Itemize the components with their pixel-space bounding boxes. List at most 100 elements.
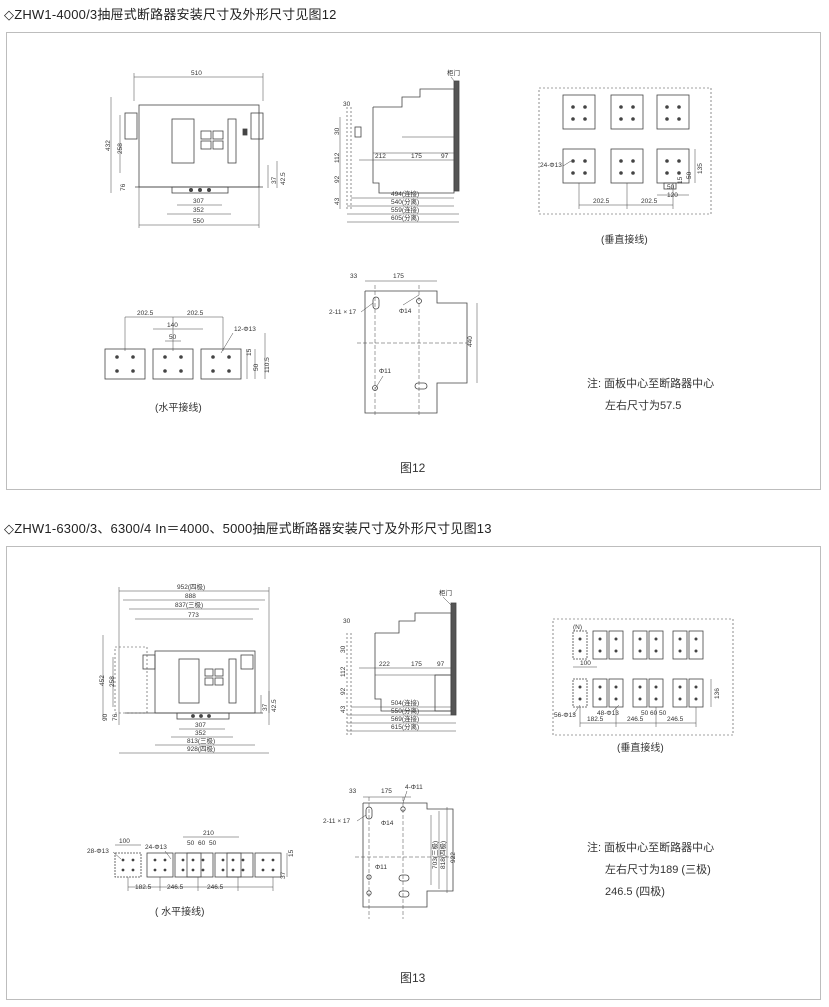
dim-label: 56-Φ13 xyxy=(554,712,576,719)
dim-label: 175 xyxy=(411,661,422,668)
dim-label: 605(分离) xyxy=(391,213,419,222)
vertical-wiring-13: (N) 100 56-Φ13 48-Φ13 50 60 50 136 182.5… xyxy=(552,618,734,736)
dim-label: 30 xyxy=(343,618,351,625)
dim-label: 452 xyxy=(99,675,106,686)
side-view-12: 柜门 30 30 112 92 43 212 175 97 494(连接) 54… xyxy=(334,68,460,223)
dim-label: 202.5 xyxy=(137,310,154,317)
cabinet-door-label: 柜门 xyxy=(447,68,460,77)
dim-label: 175 xyxy=(381,788,392,795)
dim-label: Φ11 xyxy=(375,864,387,871)
dim-label: 504(连接) xyxy=(391,698,419,707)
dim-label: 440 xyxy=(467,336,474,347)
dim-label: 246.5 xyxy=(627,716,644,723)
note-line-2: 左右尺寸为189 (三极) xyxy=(605,864,711,876)
figure-12-drawing: 510 432 258 76 37 42.5 307 352 550 xyxy=(104,68,712,415)
dim-label: 222 xyxy=(379,661,390,668)
dim-label: 818(四极) xyxy=(438,841,447,869)
dim-label: 30 xyxy=(343,101,351,108)
dim-label: 182.5 xyxy=(587,716,604,723)
note-line-2: 左右尺寸为57.5 xyxy=(605,400,682,412)
dim-label: 202.5 xyxy=(593,198,610,205)
dim-label: 615(分离) xyxy=(391,722,419,731)
dim-label: 2-11 × 17 xyxy=(329,309,357,316)
vertical-wiring-caption: (垂直接线) xyxy=(601,235,648,246)
dim-label: 50 xyxy=(253,363,260,371)
dim-label: 28-Φ13 xyxy=(87,848,109,855)
dim-label: 100 xyxy=(580,660,591,667)
horizontal-wiring-13: 100 210 28-Φ13 24-Φ13 50 60 50 xyxy=(87,830,295,891)
dim-label: 50 xyxy=(169,334,177,341)
dim-label: 97 xyxy=(441,153,449,160)
dim-label: 922 xyxy=(450,852,457,863)
dim-label: 43 xyxy=(334,197,341,205)
horizontal-wiring-12: 202.5 202.5 140 50 12-Φ13 15 50 110.5 xyxy=(104,310,271,380)
dim-label: 97 xyxy=(437,661,445,668)
dim-label: 952(四极) xyxy=(177,582,205,591)
dim-label: 60 xyxy=(650,710,658,717)
dim-label: 202.5 xyxy=(641,198,658,205)
dim-label: 550 xyxy=(193,218,204,225)
dim-label: 76 xyxy=(120,183,127,191)
dim-label: 2-11 × 17 xyxy=(323,818,351,825)
dim-label: 888 xyxy=(185,593,196,600)
dim-label: (N) xyxy=(573,624,582,631)
dim-label: 246.5 xyxy=(667,716,684,723)
dim-label: 15 xyxy=(246,348,253,356)
dim-label: 33 xyxy=(349,788,357,795)
dim-label: 30 xyxy=(340,645,347,653)
dim-label: Φ14 xyxy=(381,820,394,827)
dim-label: 12-Φ13 xyxy=(234,326,256,333)
dim-label: 258 xyxy=(109,676,116,687)
figure-12-label: 图12 xyxy=(400,461,426,475)
figure-13-panel: 952(四极) 888 837(三极) 773 452 258 90 76 37… xyxy=(6,546,821,1000)
dim-label: 50 xyxy=(659,710,667,717)
dim-label: 24-Φ13 xyxy=(540,162,562,169)
dim-label: 48-Φ13 xyxy=(597,710,619,717)
dim-label: 246.5 xyxy=(167,884,184,891)
dim-label: 112 xyxy=(334,152,341,163)
dim-label: 212 xyxy=(375,153,386,160)
dim-label: 136 xyxy=(714,688,721,699)
figure-13-drawing: 952(四极) 888 837(三极) 773 452 258 90 76 37… xyxy=(87,582,734,919)
dim-label: 432 xyxy=(105,140,112,151)
section-13-title: ◇ZHW1-6300/3、6300/4 In＝4000、5000抽屉式断路器安装… xyxy=(4,521,492,536)
dim-label: 352 xyxy=(195,730,206,737)
dim-label: 90 xyxy=(102,713,109,721)
dim-label: 4-Φ11 xyxy=(405,784,423,791)
cabinet-door-label: 柜门 xyxy=(439,588,452,597)
dim-label: 140 xyxy=(167,322,178,329)
dim-label: 120 xyxy=(667,192,678,199)
dim-label: 110.5 xyxy=(264,357,271,373)
dim-label: 92 xyxy=(334,175,341,183)
dim-label: 703(三极) xyxy=(430,841,439,869)
note-line-1: 注: 面板中心至断路器中心 xyxy=(587,378,715,390)
dim-label: 540(分离) xyxy=(391,197,419,206)
dim-label: 37 xyxy=(262,703,269,711)
dim-label: 258 xyxy=(117,143,124,154)
dim-label: 60 xyxy=(198,840,206,847)
dim-label: 15 xyxy=(288,849,295,857)
vertical-wiring-caption: (垂直接线) xyxy=(617,743,664,754)
dim-label: 307 xyxy=(193,198,204,205)
dim-label: Φ11 xyxy=(379,368,391,375)
vertical-wiring-12: 24-Φ13 135 50 15 50 120 202.5 202.5 xyxy=(538,87,712,215)
dim-label: Φ14 xyxy=(399,308,412,315)
dim-label: 135 xyxy=(697,163,704,174)
dim-label: 928(四极) xyxy=(187,744,215,753)
dim-label: 182.5 xyxy=(135,884,152,891)
dim-label: 37 xyxy=(271,176,278,184)
dim-label: 33 xyxy=(350,273,358,280)
dim-label: 76 xyxy=(112,713,119,721)
dim-label: 24-Φ13 xyxy=(145,844,167,851)
note-line-1: 注: 面板中心至断路器中心 xyxy=(587,842,715,854)
dim-label: 210 xyxy=(203,830,214,837)
dim-label: 50 xyxy=(209,840,217,847)
dim-label: 550(分离) xyxy=(391,706,419,715)
dim-label: 559(连接) xyxy=(391,205,419,214)
dim-label: 100 xyxy=(119,838,130,845)
dim-label: 42.5 xyxy=(271,699,278,712)
dim-label: 50 xyxy=(667,184,675,191)
front-view-12: 510 432 258 76 37 42.5 307 352 550 xyxy=(105,70,287,228)
mounting-view-13: 33 175 4-Φ11 2-11 × 17 Φ14 Φ11 703(三极) 8… xyxy=(323,784,457,919)
dim-label: 773 xyxy=(188,612,199,619)
